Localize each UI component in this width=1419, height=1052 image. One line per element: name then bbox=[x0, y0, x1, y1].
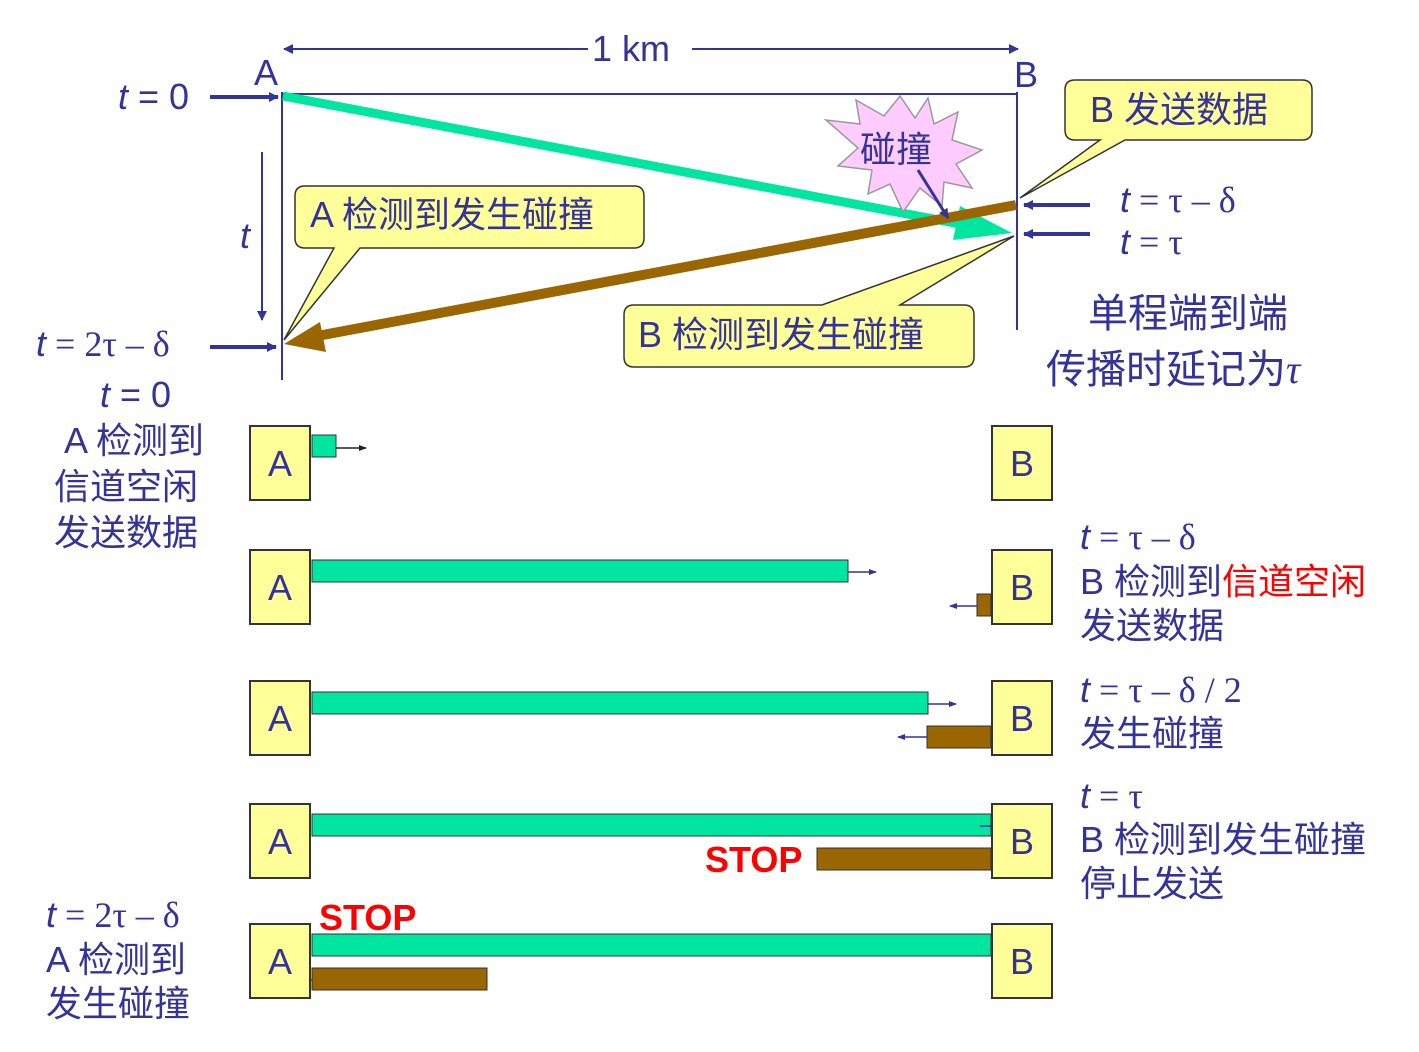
row5-node-b: B bbox=[991, 923, 1053, 999]
b-signal-arrowhead bbox=[284, 322, 326, 352]
top-node-b-label: B bbox=[1014, 54, 1039, 95]
row5-b-bar bbox=[311, 967, 488, 991]
row2-node-b: B bbox=[991, 549, 1053, 625]
row3-time-label: t = τ – δ / 2 bbox=[1080, 669, 1242, 710]
row2-line2: 发送数据 bbox=[1080, 605, 1225, 646]
row5-line2: 发生碰撞 bbox=[46, 983, 191, 1024]
callout-b-detects-text: B 检测到发生碰撞 bbox=[638, 314, 925, 355]
row4-stop-label: STOP bbox=[705, 839, 803, 880]
row4-line2: 停止发送 bbox=[1080, 863, 1225, 904]
time-t0-top: t = 0 bbox=[118, 76, 190, 117]
row3-b-bar bbox=[926, 725, 992, 749]
row3-node-b: B bbox=[991, 680, 1053, 756]
row4-a-bar bbox=[311, 813, 992, 837]
row1-time-label: t = 0 bbox=[100, 374, 172, 415]
time-2tau-minus-delta-top: t = 2τ – δ bbox=[36, 323, 170, 364]
row5-time-label: t = 2τ – δ bbox=[46, 894, 180, 935]
callout-b-detects-shape bbox=[623, 235, 1015, 368]
callout-b-sends-shape bbox=[1019, 79, 1313, 199]
row2-line1: B 检测到信道空闲 bbox=[1080, 561, 1367, 602]
row4-line1: B 检测到发生碰撞 bbox=[1080, 819, 1367, 860]
callout-b-sends-text: B 发送数据 bbox=[1090, 89, 1269, 130]
row1-line3: 发送数据 bbox=[54, 512, 199, 553]
row4-node-b: B bbox=[991, 803, 1053, 879]
one-way-delay-line2: 传播时延记为τ bbox=[1046, 347, 1301, 392]
collision-pointer bbox=[916, 169, 950, 219]
row2-b-bar bbox=[976, 593, 992, 617]
row1-node-a: A bbox=[249, 425, 311, 501]
distance-label: 1 km bbox=[592, 28, 671, 69]
collision-burst-text: 碰撞 bbox=[860, 129, 933, 170]
row2-node-a: A bbox=[249, 549, 311, 625]
one-way-delay-line1: 单程端到端 bbox=[1088, 292, 1288, 336]
callout-a-detects-shape bbox=[283, 185, 645, 341]
row4-b-bar bbox=[816, 847, 992, 871]
row1-node-b: B bbox=[991, 425, 1053, 501]
row4-node-a: A bbox=[249, 803, 311, 879]
row3-line1: 发生碰撞 bbox=[1080, 713, 1225, 754]
row1-a-bar bbox=[311, 434, 337, 458]
b-signal-line bbox=[311, 200, 1017, 342]
row3-node-a: A bbox=[249, 680, 311, 756]
time-axis-label: t bbox=[240, 215, 251, 256]
row2-time-label: t = τ – δ bbox=[1080, 516, 1196, 557]
callout-a-detects-text: A 检测到发生碰撞 bbox=[310, 194, 595, 235]
row5-stop-label: STOP bbox=[319, 897, 417, 938]
time-tau-top: t = τ bbox=[1120, 221, 1183, 262]
row1-line1: A 检测到 bbox=[64, 420, 205, 461]
time-tau-minus-delta-top: t = τ – δ bbox=[1120, 179, 1236, 220]
row3-a-bar bbox=[311, 691, 929, 715]
collision-burst bbox=[823, 94, 984, 214]
a-signal-line bbox=[282, 91, 961, 229]
row5-node-a: A bbox=[249, 923, 311, 999]
row4-time-label: t = τ bbox=[1080, 775, 1143, 816]
top-node-a-label: A bbox=[254, 52, 279, 93]
row2-a-bar bbox=[311, 559, 849, 583]
row1-line2: 信道空闲 bbox=[54, 466, 199, 507]
row5-line1: A 检测到 bbox=[46, 939, 187, 980]
